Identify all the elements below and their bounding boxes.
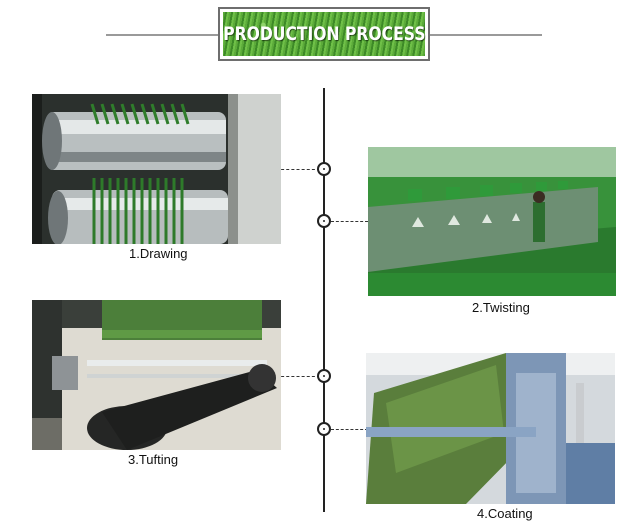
- connector-twisting: [331, 221, 368, 222]
- grass-texture: PRODUCTION PROCESS: [223, 12, 425, 56]
- connector-drawing: [276, 169, 320, 170]
- caption-drawing: 1.Drawing: [129, 246, 188, 261]
- timeline-node-tufting: [317, 369, 331, 383]
- connector-coating: [331, 429, 368, 430]
- coating-photo: [366, 353, 615, 504]
- timeline-node-twisting: [317, 214, 331, 228]
- timeline-node-coating: [317, 422, 331, 436]
- twisting-photo: [368, 147, 616, 296]
- caption-twisting: 2.Twisting: [472, 300, 530, 315]
- tufting-photo: [32, 300, 281, 450]
- header-rule-left: [106, 34, 218, 36]
- title-banner: PRODUCTION PROCESS: [218, 7, 430, 61]
- timeline-node-drawing: [317, 162, 331, 176]
- timeline-line: [323, 88, 325, 512]
- connector-tufting: [276, 376, 320, 377]
- drawing-photo: [32, 94, 281, 244]
- caption-coating: 4.Coating: [477, 506, 533, 521]
- caption-tufting: 3.Tufting: [128, 452, 179, 467]
- header-rule-right: [430, 34, 542, 36]
- page-title: PRODUCTION PROCESS: [222, 23, 426, 45]
